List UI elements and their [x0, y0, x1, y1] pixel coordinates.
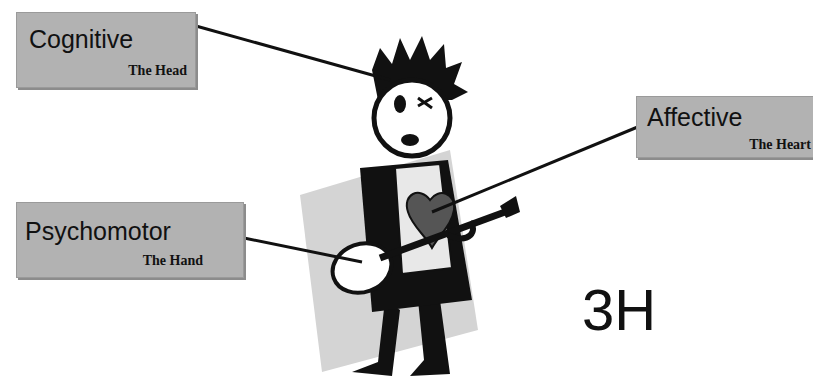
- domain-name: Cognitive: [29, 25, 133, 54]
- head: [374, 80, 450, 156]
- mouth: [401, 134, 419, 146]
- label-box: CognitiveThe Head: [16, 12, 196, 88]
- domain-subtitle: The Heart: [749, 137, 811, 153]
- domain-name: Affective: [647, 103, 742, 132]
- eye: [418, 98, 432, 108]
- leader-line: [432, 126, 640, 212]
- arm: [448, 222, 473, 238]
- eye: [394, 95, 406, 113]
- leader-line: [244, 238, 362, 262]
- right-leg: [410, 300, 450, 376]
- domain-subtitle: The Hand: [143, 253, 203, 269]
- domain-subtitle: The Head: [128, 63, 187, 79]
- model-title: 3H: [582, 276, 656, 343]
- leader-line: [196, 26, 390, 80]
- guitar-neck: [380, 212, 505, 258]
- domain-name: Psychomotor: [25, 217, 171, 246]
- guitar-body: [326, 235, 399, 301]
- guitar-head: [500, 196, 520, 218]
- label-box: AffectiveThe Heart: [636, 96, 813, 158]
- label-box: PsychomotorThe Hand: [16, 202, 244, 278]
